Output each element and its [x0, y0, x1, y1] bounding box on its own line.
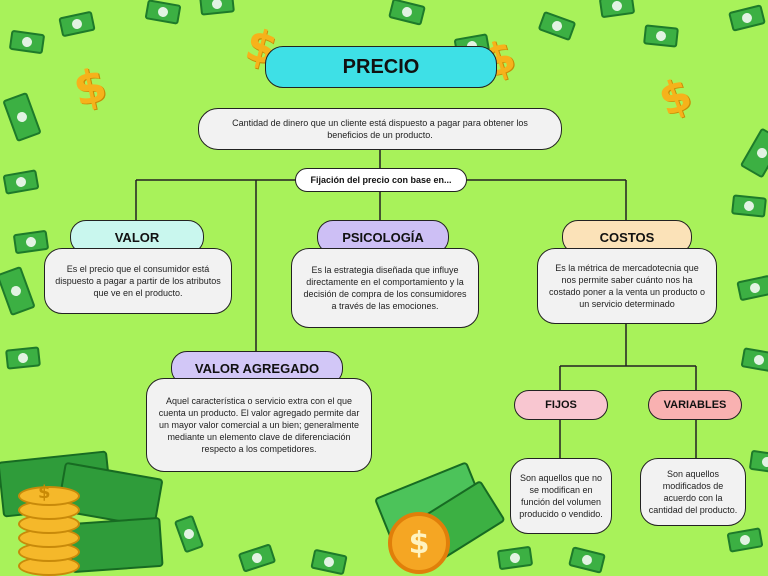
node-valor-text: Es el precio que el consumidor está disp…	[44, 248, 232, 314]
fixing-label: Fijación del precio con base en...	[295, 168, 467, 192]
node-variables-text: Son aquellos modificados de acuerdo con …	[640, 458, 746, 526]
dollar-sign-icon: $	[38, 482, 51, 503]
node-fijos-label: FIJOS	[514, 390, 608, 420]
node-valor-label: VALOR	[70, 220, 204, 254]
definition-card: Cantidad de dinero que un cliente está d…	[198, 108, 562, 150]
node-variables-label: VARIABLES	[648, 390, 742, 420]
page-title: PRECIO	[265, 46, 497, 88]
node-costos-text: Es la métrica de mercadotecnia que nos p…	[537, 248, 717, 324]
gold-coin-icon: $	[388, 512, 450, 574]
node-psicologia-text: Es la estrategia diseñada que influye di…	[291, 248, 479, 328]
node-fijos-text: Son aquellos que no se modifican en func…	[510, 458, 612, 534]
node-valor-agregado-text: Aquel característica o servicio extra co…	[146, 378, 372, 472]
